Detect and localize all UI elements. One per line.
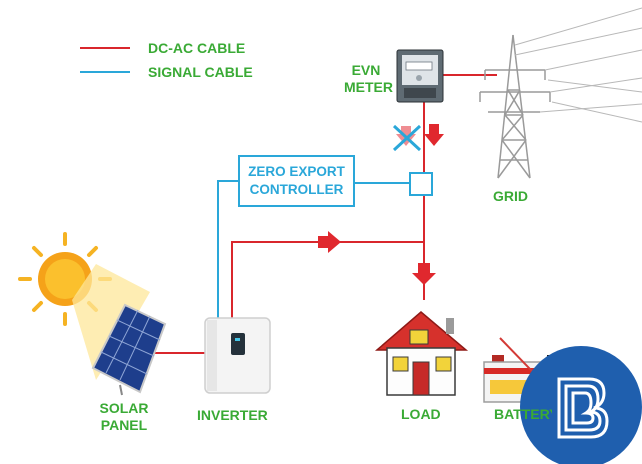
zero-export-line2: CONTROLLER xyxy=(249,182,344,197)
solar-panel-line2: PANEL xyxy=(100,417,148,433)
power-lines xyxy=(514,7,642,123)
flow-arrow-down-grid xyxy=(424,124,444,146)
evn-meter-line1: EVN xyxy=(351,62,381,78)
current-sensor xyxy=(409,172,433,196)
meter-icon xyxy=(396,49,444,103)
flow-arrow-blocked-icon xyxy=(392,124,422,152)
inverter-label: INVERTER xyxy=(197,407,268,423)
sunlight-beam xyxy=(72,264,150,380)
flow-arrow-right xyxy=(318,231,341,253)
dc-ac-cables xyxy=(150,74,497,354)
solar-panel-label: SOLAR PANEL xyxy=(94,400,154,434)
solar-panel-line1: SOLAR xyxy=(99,400,149,416)
evn-meter-line2: METER xyxy=(344,79,393,95)
legend-dc-ac-label: DC-AC CABLE xyxy=(148,40,246,56)
power-tower-icon xyxy=(479,34,551,179)
signal-cables xyxy=(217,180,410,318)
house-icon xyxy=(374,311,469,396)
solar-panel-icon xyxy=(91,303,167,396)
evn-meter-label: EVN METER xyxy=(344,62,393,96)
inverter-icon xyxy=(204,317,271,394)
grid-label: GRID xyxy=(493,188,528,204)
flow-arrow-down-load xyxy=(412,263,436,285)
battery-label: BATTERY xyxy=(494,406,552,422)
load-label: LOAD xyxy=(401,406,441,422)
brand-logo xyxy=(520,346,642,464)
zero-export-line1: ZERO EXPORT xyxy=(248,164,345,179)
zero-export-controller: ZERO EXPORT CONTROLLER xyxy=(238,155,355,207)
legend-signal-label: SIGNAL CABLE xyxy=(148,64,253,80)
